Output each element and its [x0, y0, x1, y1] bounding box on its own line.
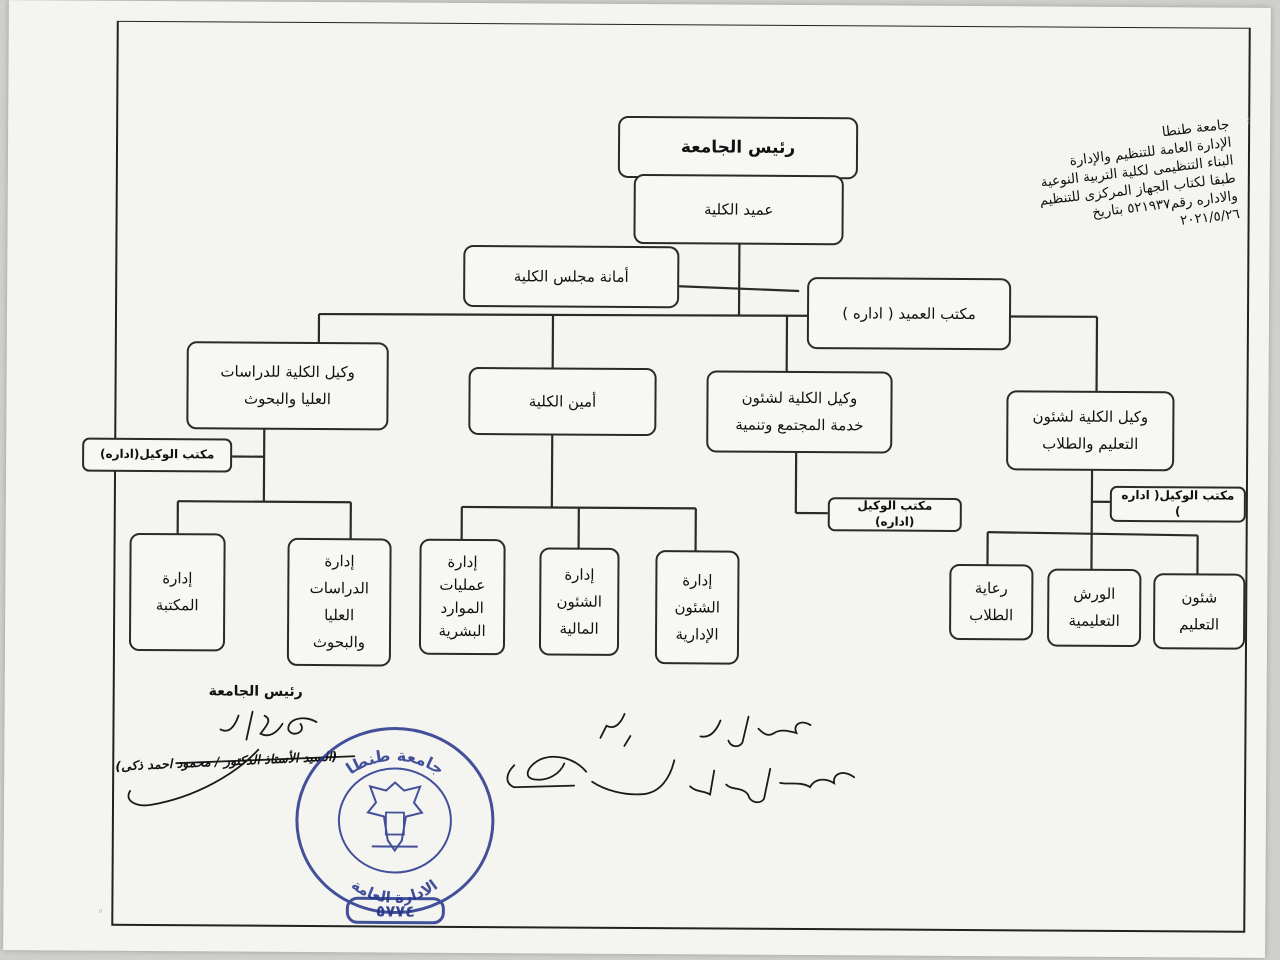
node-education-affairs: شئون التعليم — [1152, 573, 1246, 650]
node-student-care: رعاية الطلاب — [949, 563, 1034, 641]
node-vice-dean-graduate: وكيل الكلية للدراسات العليا والبحوث — [186, 341, 389, 431]
scan-mark: ◦ — [97, 906, 104, 918]
official-stamp: جامعة طنطا الادارة العامة ٥٧٧٤ — [295, 727, 495, 925]
connector-grad-bar — [177, 500, 351, 504]
node-university-president: رئيس الجامعة — [617, 115, 859, 180]
node-vice-dean-community: وكيل الكلية لشئون خدمة المجتمع وتنمية — [706, 370, 893, 454]
node-grad-office: مكتب الوكيل(اداره) — [82, 437, 233, 473]
handwritten-signature — [506, 713, 856, 804]
node-library-admin: إدارة المكتبة — [128, 532, 226, 652]
stamp-top-text: جامعة طنطا — [342, 745, 447, 778]
connector-lines — [176, 242, 1199, 576]
staple-mark: ⌇ — [1246, 115, 1252, 127]
node-financial-affairs-admin: إدارة الشئون المالية — [538, 547, 620, 656]
node-dean: عميد الكلية — [633, 173, 844, 246]
node-college-secretary: أمين الكلية — [468, 366, 657, 437]
node-administrative-affairs-admin: إدارة الشئون الإدارية — [654, 550, 740, 665]
svg-text:جامعة طنطا: جامعة طنطا — [342, 745, 447, 778]
scanned-page: جامعة طنطا الإدارة العامة للتنظيم والإدا… — [3, 0, 1271, 958]
node-community-office: مكتب الوكيل (اداره) — [827, 497, 962, 532]
node-hr-operations-admin: إدارة عمليات الموارد البشرية — [418, 538, 506, 656]
node-council-secretariat: أمانة مجلس الكلية — [463, 244, 680, 309]
stamp-number: ٥٧٧٤ — [376, 901, 415, 920]
node-educational-workshops: الورش التعليمية — [1046, 568, 1142, 648]
node-graduate-studies-admin: إدارة الدراسات العليا والبحوث — [286, 537, 392, 667]
node-vice-dean-education: وكيل الكلية لشئون التعليم والطلاب — [1006, 390, 1175, 472]
connectors — [176, 242, 1199, 576]
node-education-office: مكتب الوكيل( اداره ) — [1109, 485, 1246, 523]
node-dean-office: مكتب العميد ( اداره ) — [806, 277, 1012, 351]
connector-council — [679, 285, 800, 293]
